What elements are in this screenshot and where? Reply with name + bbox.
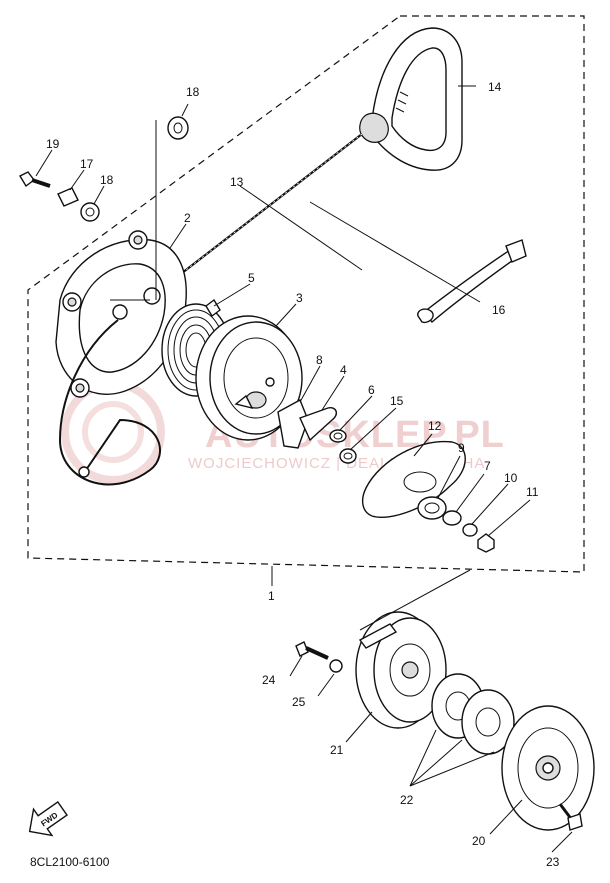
callout-12: 12 <box>428 419 442 433</box>
washer-25 <box>329 659 343 673</box>
ratchet-guide <box>299 406 338 442</box>
callout-6: 6 <box>368 383 375 397</box>
fwd-arrow-icon: FWD <box>28 801 68 837</box>
callout-15: 15 <box>390 394 404 408</box>
flywheel-pulley <box>355 611 447 729</box>
diagram-code: 8CL2100-6100 <box>30 855 110 869</box>
callout-21: 21 <box>330 743 344 757</box>
callout-4: 4 <box>340 363 347 377</box>
leader-lines <box>35 85 573 853</box>
callout-13: 13 <box>230 175 244 189</box>
spring-7 <box>442 510 462 526</box>
callout-5: 5 <box>248 271 255 285</box>
nut-11 <box>477 533 495 553</box>
callout-18-left: 18 <box>100 173 114 187</box>
bolt-24 <box>295 641 329 660</box>
friction-plate-washer <box>339 448 357 464</box>
callout-20: 20 <box>472 834 486 848</box>
callout-1: 1 <box>268 589 275 603</box>
callout-25: 25 <box>292 695 306 709</box>
rope-loop <box>58 319 161 486</box>
callout-9: 9 <box>458 441 465 455</box>
collar-18-top <box>167 116 189 140</box>
starter-case <box>55 230 187 398</box>
callout-11: 11 <box>526 485 539 499</box>
callout-labels: 1 2 3 4 5 6 7 8 9 10 11 12 13 14 15 16 1… <box>46 80 560 869</box>
callout-22: 22 <box>400 793 414 807</box>
callout-2: 2 <box>184 211 191 225</box>
rope-guide <box>417 239 527 324</box>
callout-18-top: 18 <box>186 85 200 99</box>
callout-7: 7 <box>484 459 491 473</box>
collar-17 <box>57 187 79 207</box>
bolt-23 <box>558 803 583 831</box>
callout-10: 10 <box>504 471 518 485</box>
callout-17: 17 <box>80 157 94 171</box>
callout-3: 3 <box>296 291 303 305</box>
callout-14: 14 <box>488 80 502 94</box>
washer-9 <box>417 496 447 520</box>
callout-16: 16 <box>492 303 506 317</box>
callout-24: 24 <box>262 673 276 687</box>
callout-19: 19 <box>46 137 60 151</box>
pawl-spring <box>329 429 347 443</box>
collar-18-left <box>80 202 100 222</box>
friction-plate <box>361 440 466 518</box>
starter-handle <box>359 27 463 171</box>
starter-pulley <box>501 705 595 831</box>
starter-rope <box>159 133 363 291</box>
callout-23: 23 <box>546 855 560 869</box>
pulley <box>195 315 303 441</box>
washer-10 <box>462 523 478 537</box>
callout-8: 8 <box>316 353 323 367</box>
pawl <box>277 399 309 449</box>
drive-plates <box>431 673 515 755</box>
bolt-19 <box>19 171 51 188</box>
